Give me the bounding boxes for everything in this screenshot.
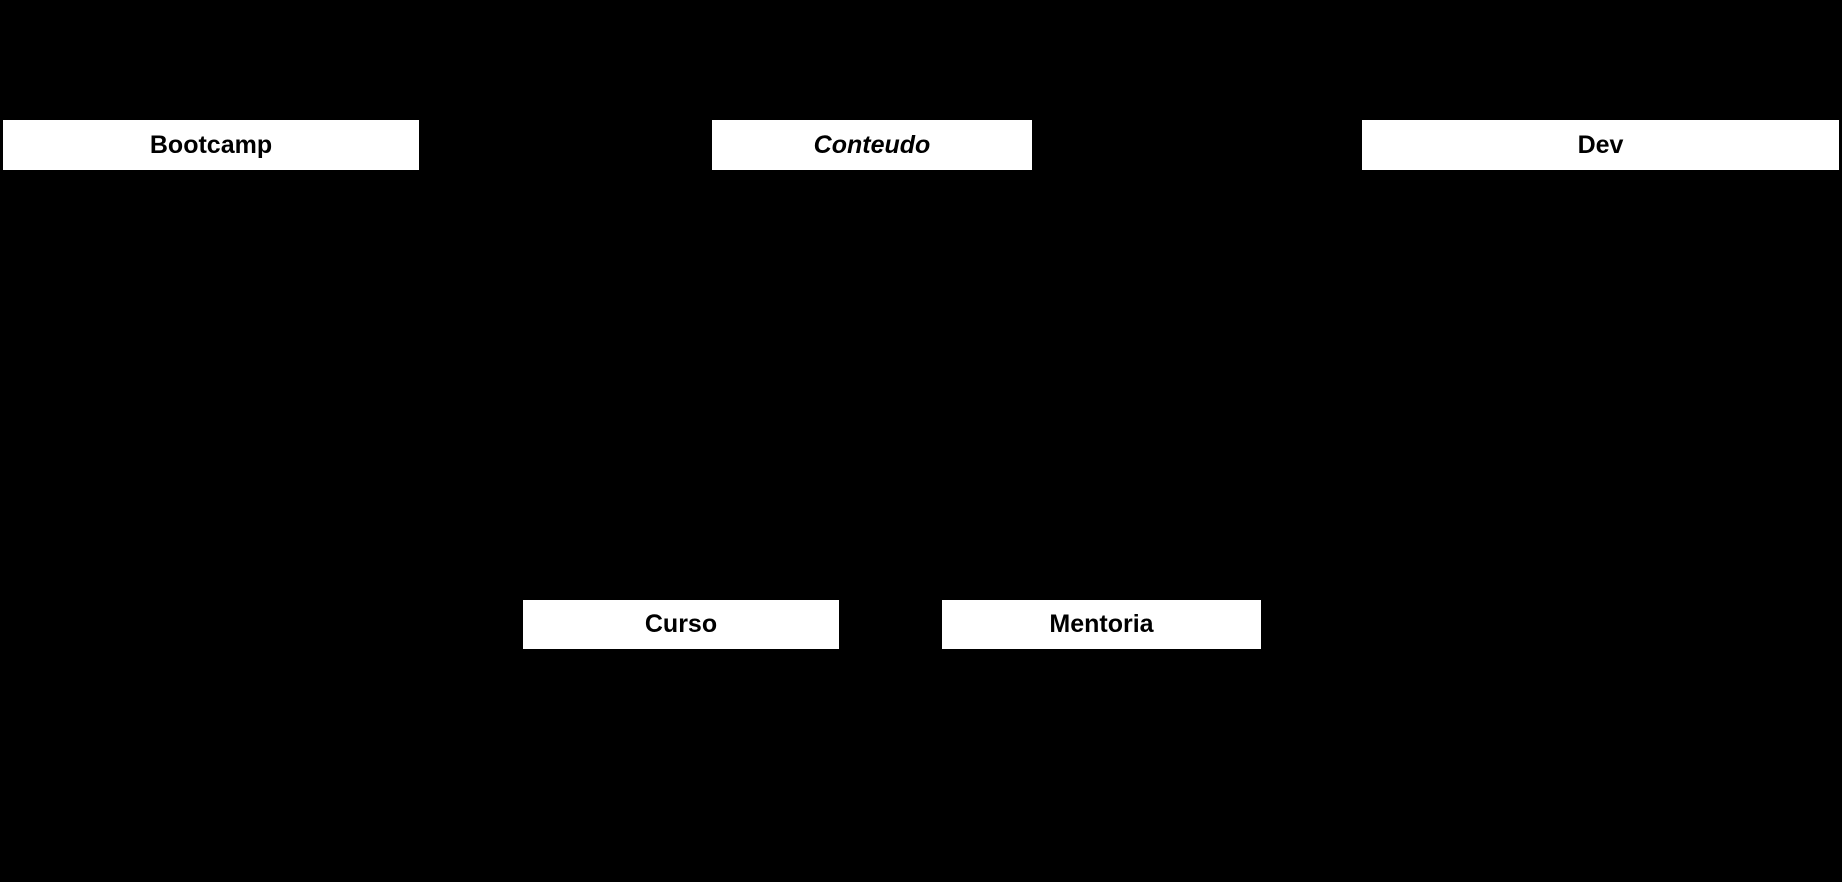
class-node-bootcamp-label: Bootcamp — [149, 130, 273, 159]
class-node-curso-label: Curso — [644, 610, 718, 638]
class-node-conteudo-label: Conteudo — [813, 130, 931, 159]
class-node-dev: Dev — [1362, 120, 1839, 170]
class-node-bootcamp: Bootcamp — [3, 120, 419, 170]
class-node-mentoria: Mentoria — [942, 600, 1261, 649]
class-node-curso: Curso — [523, 600, 839, 649]
class-node-dev-label: Dev — [1577, 130, 1624, 159]
class-node-conteudo: Conteudo — [712, 120, 1032, 170]
class-node-mentoria-label: Mentoria — [1049, 610, 1154, 638]
